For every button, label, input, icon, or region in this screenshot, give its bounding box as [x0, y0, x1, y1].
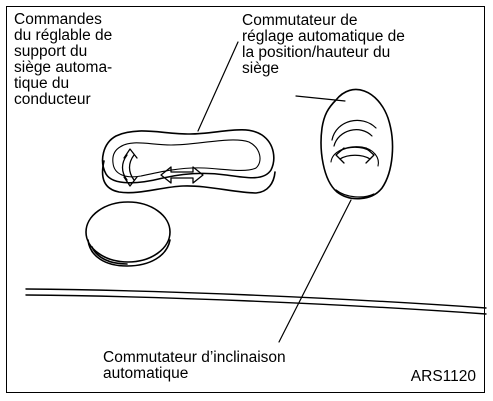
tilt-switch [320, 88, 394, 200]
figure-code: ARS1120 [410, 368, 476, 385]
round-button [85, 201, 171, 267]
curved-double-arrow-icon [335, 146, 375, 164]
horizontal-double-arrow-icon [160, 166, 204, 184]
driver-seat-support-switch [101, 129, 276, 194]
curved-double-arrow-icon [121, 148, 138, 187]
figure-frame [6, 6, 485, 393]
leader-lines [197, 41, 352, 343]
driver-seat-support-label: Commandes du réglable de support du sièg… [14, 11, 113, 108]
seat-panel-lines [25, 288, 487, 315]
tilt-switch-label: Commutateur d’inclinaison automatique [103, 349, 286, 382]
seat-position-switch-label: Commutateur de réglage automatique de la… [242, 12, 405, 77]
